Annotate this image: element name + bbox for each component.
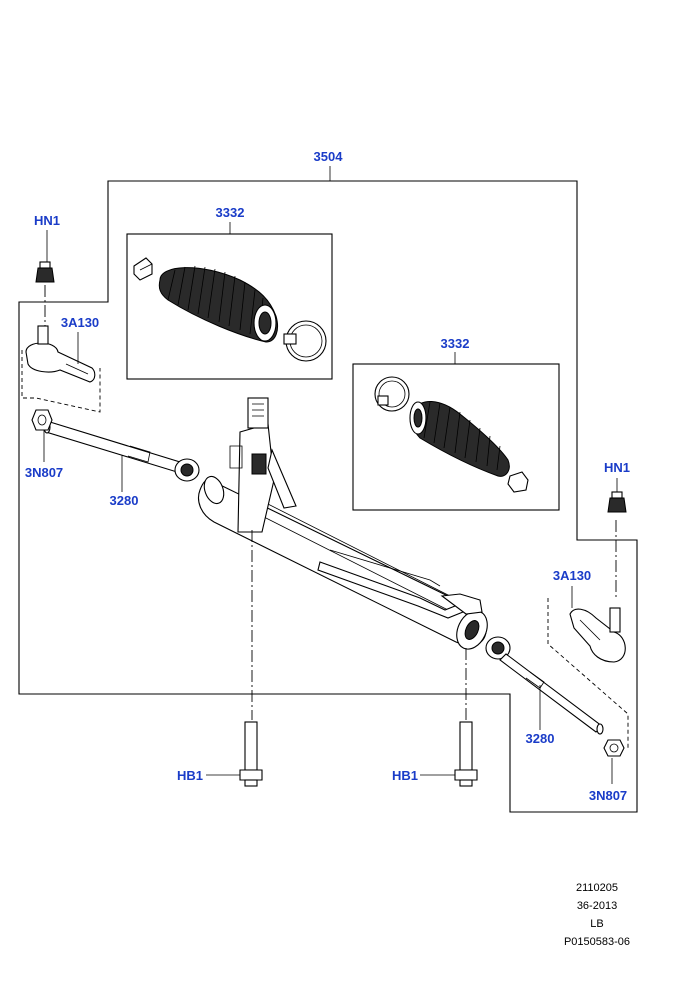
bolt-right (454, 721, 478, 787)
boot-clamp-small-top (133, 257, 153, 281)
callout-3n807-right: 3N807 (589, 788, 627, 803)
inner-tie-rod-right (485, 636, 604, 735)
callout-3332-top: 3332 (216, 205, 245, 220)
tie-rod-end-right-dashed-outline (547, 598, 629, 750)
callout-3n807-left: 3N807 (25, 465, 63, 480)
boot-kit-box-right (352, 363, 560, 511)
steering-boot-top (158, 265, 279, 343)
boot-clamp-large-right (374, 376, 410, 412)
callout-hn1-right: HN1 (604, 460, 630, 475)
info-line-1: 2110205 (576, 882, 618, 894)
info-line-4: P0150583-06 (564, 936, 630, 948)
steering-rack-housing (197, 397, 488, 650)
drawing-info-block: 2110205 36-2013 LB P0150583-06 (564, 882, 630, 948)
boot-kit-box-top (126, 233, 333, 380)
nut-left (35, 261, 55, 283)
boot-clamp-large-top (283, 320, 327, 362)
callout-hb1-left: HB1 (177, 768, 203, 783)
steering-boot-right (409, 401, 510, 477)
info-line-3: LB (590, 918, 603, 930)
tie-rod-end-left (25, 325, 96, 383)
inner-tie-rod-left (43, 420, 200, 482)
callout-3332-right: 3332 (441, 336, 470, 351)
callout-3280-left: 3280 (110, 493, 139, 508)
callout-3a130-right: 3A130 (553, 568, 591, 583)
callout-3a130-left: 3A130 (61, 315, 99, 330)
callout-3280-right: 3280 (526, 731, 555, 746)
callout-3504: 3504 (314, 149, 344, 164)
assembly-frame (18, 180, 638, 813)
bolt-left (239, 721, 263, 787)
lock-nut-right (603, 739, 625, 757)
lock-nut-left (31, 409, 53, 431)
nut-right (607, 491, 627, 513)
callout-hn1-left: HN1 (34, 213, 60, 228)
info-line-2: 36-2013 (577, 900, 617, 912)
tie-rod-end-right (569, 607, 626, 663)
tie-rod-end-left-dashed-outline (21, 350, 101, 413)
callout-hb1-right: HB1 (392, 768, 418, 783)
boot-clamp-small-right (507, 471, 529, 493)
